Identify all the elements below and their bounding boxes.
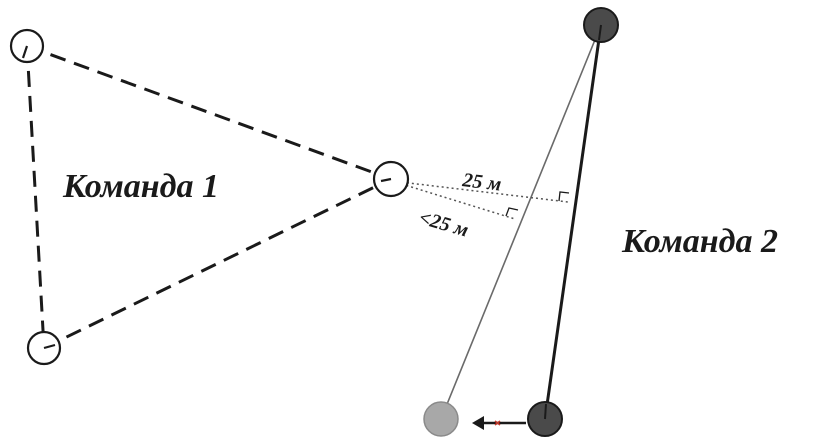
team-2-player-moved: [423, 401, 459, 437]
distance-line-lt-25: [391, 180, 516, 220]
team-2-line-defense: [543, 24, 603, 420]
team-1-player-bottom: [26, 330, 62, 366]
team-1-link-top: [26, 44, 392, 181]
team-1-label: Команда 1: [62, 168, 219, 205]
right-angle-mark-lt-25: [505, 207, 519, 217]
distance-indicators: [391, 180, 570, 220]
team-1-player-right: [372, 160, 410, 198]
team-2-player-bottom: [527, 401, 563, 437]
distance-label-lt-25: <25 м: [417, 207, 472, 242]
team-1-player-top: [9, 28, 45, 64]
team-2-line-to-moving-player: [440, 24, 602, 420]
team-2-lines: [440, 24, 603, 420]
distance-label-25: 25 м: [460, 169, 502, 196]
arrowhead-icon: [472, 416, 484, 430]
team-1-link-bottom: [43, 177, 392, 350]
team-2-player-top: [583, 7, 619, 43]
right-angle-mark-25: [558, 191, 570, 202]
team-1-players: [9, 28, 410, 366]
team-2-players: [423, 7, 619, 437]
team-2-label: Команда 2: [621, 223, 778, 260]
movement-arrow: [472, 416, 526, 430]
team-1-formation: [25, 44, 392, 350]
team-1-link-left: [25, 45, 46, 349]
